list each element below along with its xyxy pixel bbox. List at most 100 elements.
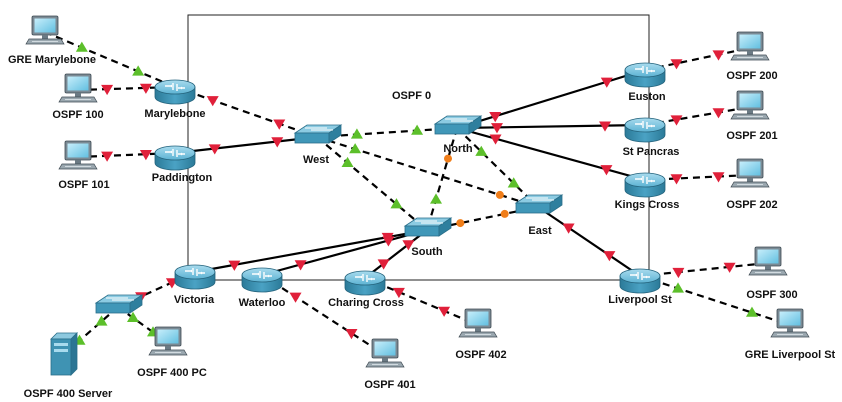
link-west-east: [316, 135, 539, 209]
link-marker-west-side-red-triangle: [273, 119, 286, 130]
router-marylebone[interactable]: [154, 79, 196, 105]
link-marker-stpancras-side-red-triangle: [599, 121, 612, 132]
link-marker-ospf401-side-red-triangle: [345, 328, 358, 340]
link-marker-kingscross-side-red-triangle: [670, 174, 683, 185]
link-marker-liverpoolst-side-red-triangle: [603, 251, 616, 262]
link-south-victoria: [194, 228, 428, 274]
pc-ospf400pc[interactable]: [148, 326, 188, 356]
pc-ospf101[interactable]: [58, 140, 98, 170]
link-marker-south-side-green-triangle: [390, 198, 403, 209]
link-marker-north-side-green-triangle: [411, 124, 424, 135]
link-marker-west-side-green-triangle: [350, 128, 363, 139]
pc-ospf402[interactable]: [458, 308, 498, 338]
router-kingscross[interactable]: [624, 172, 666, 198]
switch-sw400[interactable]: [94, 294, 144, 314]
pc-icon: [365, 338, 405, 368]
link-marker-ospf202-side-red-triangle: [712, 172, 725, 183]
pc-gre_liverpool[interactable]: [770, 308, 810, 338]
label-ospf202: OSPF 202: [726, 199, 777, 211]
link-marker-ospf300-side-red-triangle: [723, 262, 736, 273]
label-waterloo: Waterloo: [239, 297, 286, 309]
router-icon: [344, 270, 386, 296]
link-marker-charingcross-side-red-triangle: [392, 287, 405, 299]
label-kingscross: Kings Cross: [615, 199, 680, 211]
link-marker-east-side-red-triangle: [562, 223, 575, 234]
link-north-euston: [456, 68, 646, 130]
switch-icon: [293, 124, 343, 144]
server-ospf400server[interactable]: [50, 332, 78, 376]
link-marker-waterloo-side-red-triangle: [289, 292, 302, 303]
link-marker-paddington-side-red-triangle: [139, 150, 152, 161]
router-stpancras[interactable]: [624, 117, 666, 143]
label-ospf101: OSPF 101: [58, 179, 109, 191]
switch-icon: [433, 115, 483, 135]
label-ospf200: OSPF 200: [726, 70, 777, 82]
router-icon: [154, 145, 196, 171]
pc-gre_marylebone[interactable]: [25, 15, 65, 45]
router-liverpoolst[interactable]: [619, 268, 661, 294]
links-layer: [44, 30, 791, 356]
pc-icon: [25, 15, 65, 45]
pc-icon: [58, 140, 98, 170]
switch-icon: [403, 217, 453, 237]
label-ospf300: OSPF 300: [746, 289, 797, 301]
label-east: East: [528, 225, 552, 237]
link-marker-paddington-side-red-triangle: [208, 144, 221, 155]
link-liverpoolst-gre_liverpool: [639, 274, 791, 327]
label-ospf400pc: OSPF 400 PC: [137, 367, 207, 379]
link-marker-north-side-orange-dot: [444, 154, 452, 163]
switch-north[interactable]: [433, 115, 483, 135]
link-marker-sw400-side-green-triangle: [95, 315, 108, 326]
link-marker-south-side-red-triangle: [402, 240, 415, 251]
link-marker-kingscross-side-red-triangle: [600, 165, 613, 176]
link-marker-gre_marylebone-side-green-triangle: [75, 41, 88, 52]
switch-east[interactable]: [514, 194, 564, 214]
link-marker-east-side-orange-dot: [495, 190, 504, 199]
link-marker-ospf201-side-red-triangle: [712, 108, 725, 119]
link-marker-south-side-orange-dot: [456, 219, 465, 228]
label-paddington: Paddington: [152, 172, 213, 184]
link-marker-ospf200-side-red-triangle: [712, 50, 725, 61]
link-marker-ospf101-side-red-triangle: [101, 151, 114, 162]
switch-south[interactable]: [403, 217, 453, 237]
pc-ospf401[interactable]: [365, 338, 405, 368]
label-ospf100: OSPF 100: [52, 109, 103, 121]
pc-ospf100[interactable]: [58, 73, 98, 103]
label-liverpoolst: Liverpool St: [608, 294, 672, 306]
label-west: West: [303, 154, 329, 166]
label-ospf401: OSPF 401: [364, 379, 415, 391]
link-liverpoolst-ospf300: [639, 261, 769, 278]
pc-ospf300[interactable]: [748, 246, 788, 276]
link-marker-euston-side-red-triangle: [670, 59, 683, 70]
label-stpancras: St Pancras: [623, 146, 680, 158]
label-south: South: [411, 246, 442, 258]
link-marker-marylebone-side-red-triangle: [206, 96, 219, 107]
link-marker-north-side-red-triangle: [490, 123, 503, 134]
link-marker-liverpoolst-side-red-triangle: [672, 267, 685, 279]
router-charingcross[interactable]: [344, 270, 386, 296]
link-marker-ospf402-side-red-triangle: [438, 306, 451, 317]
link-marker-east-side-orange-dot: [500, 209, 509, 218]
label-ospf400server: OSPF 400 Server: [24, 388, 113, 400]
link-east-liverpoolst: [537, 206, 641, 277]
link-south-waterloo: [261, 228, 428, 277]
router-euston[interactable]: [624, 62, 666, 88]
pc-icon: [458, 308, 498, 338]
pc-ospf200[interactable]: [730, 31, 770, 61]
switch-west[interactable]: [293, 124, 343, 144]
link-ospf100-marylebone: [77, 85, 176, 92]
link-marker-west-side-red-triangle: [271, 137, 284, 148]
router-icon: [619, 268, 661, 294]
router-waterloo[interactable]: [241, 267, 283, 293]
pc-ospf202[interactable]: [730, 158, 770, 188]
link-charingcross-ospf402: [364, 276, 479, 327]
link-marker-victoria-side-red-triangle: [228, 260, 241, 271]
router-paddington[interactable]: [154, 145, 196, 171]
link-north-south: [425, 127, 459, 231]
pc-ospf201[interactable]: [730, 90, 770, 120]
router-victoria[interactable]: [174, 264, 216, 290]
link-marker-marylebone-side-red-triangle: [139, 83, 152, 94]
link-marker-north-side-red-triangle: [489, 134, 502, 145]
